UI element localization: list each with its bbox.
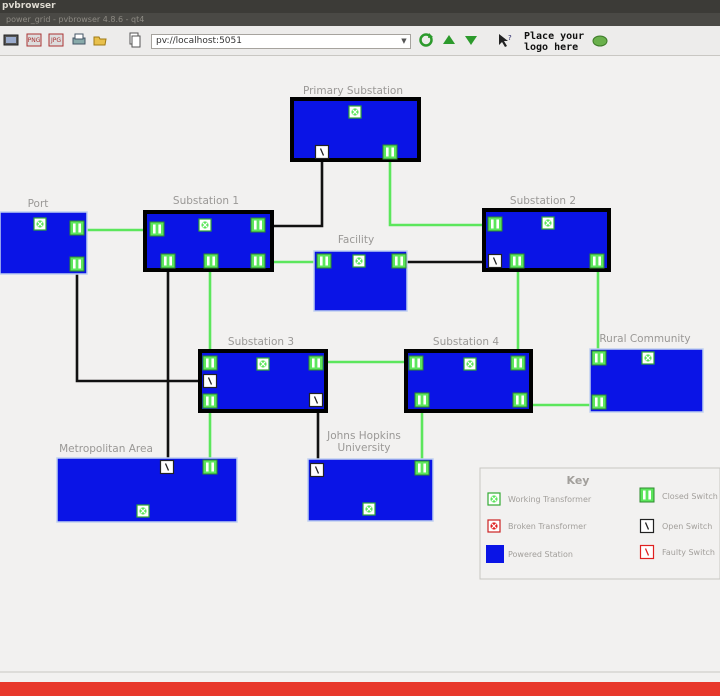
print-icon[interactable] xyxy=(71,32,87,48)
station-sub4[interactable]: Substation 4 xyxy=(404,336,533,413)
status-bar xyxy=(0,682,720,696)
station-label-sub1: Substation 1 xyxy=(173,195,239,207)
station-label-port: Port xyxy=(28,198,49,210)
save-image-icon[interactable]: JPG xyxy=(48,32,64,48)
whats-this-icon[interactable]: ? xyxy=(496,32,512,48)
station-label-primary: Primary Substation xyxy=(303,85,403,97)
closed-switch-icon[interactable] xyxy=(69,256,85,272)
open-switch-icon[interactable] xyxy=(487,253,503,269)
station-primary[interactable]: Primary Substation xyxy=(290,85,421,162)
url-input[interactable] xyxy=(151,34,411,49)
closed-switch-icon[interactable] xyxy=(69,220,85,236)
station-sub3[interactable]: Substation 3 xyxy=(198,336,328,413)
faulty-switch-icon xyxy=(639,544,655,560)
open-switch-icon[interactable] xyxy=(202,373,218,389)
closed-switch-icon[interactable] xyxy=(589,253,605,269)
closed-switch-icon[interactable] xyxy=(202,393,218,409)
transformer-icon[interactable] xyxy=(256,357,270,371)
transformer-icon xyxy=(487,492,501,506)
transformer-icon[interactable] xyxy=(33,217,47,231)
chevron-down-icon[interactable]: ▼ xyxy=(401,37,407,45)
open-switch-icon[interactable] xyxy=(308,392,324,408)
open-switch-icon[interactable] xyxy=(309,462,325,478)
closed-switch-icon[interactable] xyxy=(591,394,607,410)
station-label-facility: Facility xyxy=(338,234,374,246)
closed-switch-icon[interactable] xyxy=(487,216,503,232)
power-grid-diagram: Primary Substation Port Substation 1 Fac… xyxy=(0,85,720,673)
transformer-icon[interactable] xyxy=(362,502,376,516)
screenshot-icon[interactable]: PNG xyxy=(26,32,42,48)
closed-switch-icon[interactable] xyxy=(149,221,165,237)
closed-switch-icon[interactable] xyxy=(414,392,430,408)
closed-switch-icon[interactable] xyxy=(202,459,218,475)
svg-text:JPG: JPG xyxy=(50,37,61,44)
legend-closed-switch: Closed Switch xyxy=(662,492,718,501)
station-metro[interactable]: Metropolitan Area xyxy=(56,443,238,523)
open-folder-icon[interactable] xyxy=(92,32,108,48)
legend-working-transformer: Working Transformer xyxy=(508,495,592,504)
open-switch-icon[interactable] xyxy=(314,144,330,160)
pvbrowser-logo-icon xyxy=(592,35,608,47)
closed-switch-icon xyxy=(639,487,655,503)
station-facility[interactable]: Facility xyxy=(313,234,408,312)
station-sub1[interactable]: Substation 1 xyxy=(143,195,274,272)
station-label-rural: Rural Community xyxy=(599,333,690,345)
window-title-bar: pvbrowser xyxy=(0,0,720,13)
closed-switch-icon[interactable] xyxy=(408,355,424,371)
closed-switch-icon[interactable] xyxy=(591,350,607,366)
legend-open-switch: Open Switch xyxy=(662,522,712,531)
closed-switch-icon[interactable] xyxy=(203,253,219,269)
logo-placeholder-text: Place your logo here xyxy=(524,31,585,53)
closed-switch-icon[interactable] xyxy=(382,144,398,160)
arrow-down-icon[interactable] xyxy=(463,32,479,48)
station-port[interactable]: Port xyxy=(0,198,88,275)
station-label-sub4: Substation 4 xyxy=(433,336,499,348)
station-sub2[interactable]: Substation 2 xyxy=(482,195,611,272)
legend-powered-station: Powered Station xyxy=(508,550,573,559)
transformer-icon[interactable] xyxy=(348,105,362,119)
closed-switch-icon[interactable] xyxy=(316,253,332,269)
closed-switch-icon[interactable] xyxy=(202,355,218,371)
home-icon[interactable] xyxy=(3,32,19,48)
closed-switch-icon[interactable] xyxy=(308,355,324,371)
transformer-icon[interactable] xyxy=(136,504,150,518)
station-label-metro: Metropolitan Area xyxy=(59,443,153,455)
station-label-sub2: Substation 2 xyxy=(510,195,576,207)
window-subtitle: power_grid - pvbrowser 4.8.6 - qt4 xyxy=(0,13,720,26)
power-grid-canvas: Primary Substation Port Substation 1 Fac… xyxy=(0,57,720,682)
transformer-icon[interactable] xyxy=(541,216,555,230)
legend-faulty-switch: Faulty Switch xyxy=(662,548,715,557)
copy-icon[interactable] xyxy=(127,32,143,48)
svg-text:?: ? xyxy=(508,34,512,42)
broken-transformer-icon xyxy=(487,519,501,533)
toolbar: PNG JPG ? xyxy=(0,26,720,56)
closed-switch-icon[interactable] xyxy=(250,217,266,233)
transformer-icon[interactable] xyxy=(463,357,477,371)
open-switch-icon[interactable] xyxy=(159,459,175,475)
power-lines xyxy=(75,159,600,462)
legend: Key Working Transformer Broken Transform… xyxy=(479,467,720,580)
transformer-icon[interactable] xyxy=(352,254,366,268)
station-label-sub3: Substation 3 xyxy=(228,336,294,348)
closed-switch-icon[interactable] xyxy=(509,253,525,269)
closed-switch-icon[interactable] xyxy=(250,253,266,269)
closed-switch-icon[interactable] xyxy=(414,460,430,476)
station-rural[interactable]: Rural Community xyxy=(589,333,704,413)
closed-switch-icon[interactable] xyxy=(160,253,176,269)
reload-icon[interactable] xyxy=(418,32,434,48)
closed-switch-icon[interactable] xyxy=(512,392,528,408)
transformer-icon[interactable] xyxy=(198,218,212,232)
closed-switch-icon[interactable] xyxy=(510,355,526,371)
closed-switch-icon[interactable] xyxy=(391,253,407,269)
open-switch-icon xyxy=(639,518,655,534)
svg-text:PNG: PNG xyxy=(28,37,41,44)
transformer-icon[interactable] xyxy=(641,351,655,365)
arrow-up-icon[interactable] xyxy=(441,32,457,48)
station-label-jhu: Johns Hopkins University xyxy=(327,430,401,454)
powered-station-swatch xyxy=(486,545,504,563)
legend-title: Key xyxy=(567,474,590,487)
legend-broken-transformer: Broken Transformer xyxy=(508,522,587,531)
station-jhu[interactable]: Johns Hopkins University xyxy=(307,430,434,522)
